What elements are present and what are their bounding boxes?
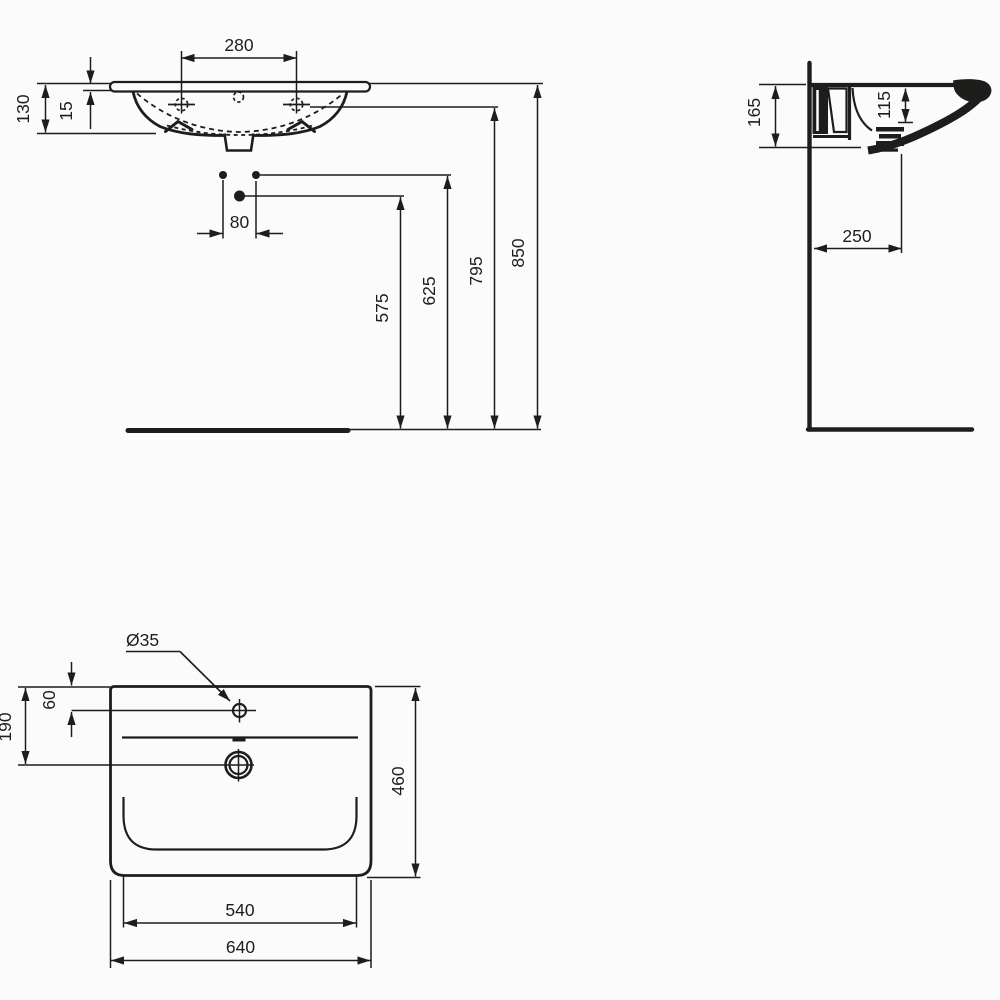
tap-hole-plan xyxy=(231,702,248,719)
dim-115-label: 115 xyxy=(874,91,894,119)
dim-130-label: 130 xyxy=(13,94,33,123)
overflow-hole xyxy=(232,91,245,103)
drain-bar-2 xyxy=(879,134,901,139)
dim-850-label: 850 xyxy=(508,238,528,267)
tap-hole-right xyxy=(289,97,304,112)
fixing-lug-left xyxy=(164,120,194,133)
drain-bar-4 xyxy=(882,148,898,152)
drain-outer-circle xyxy=(224,750,253,780)
drain-inner-circle xyxy=(228,754,249,776)
basin-outline-plan xyxy=(109,685,373,877)
fixing-lug-right xyxy=(286,120,316,133)
dim-575-label: 575 xyxy=(372,293,392,322)
bowl-back-inner-line xyxy=(851,87,873,132)
fixing-point-left xyxy=(219,171,227,179)
fixing-point-right xyxy=(252,171,260,179)
inner-bowl-dashed-arc xyxy=(136,92,344,133)
side-view: 115 165 250 xyxy=(744,60,992,432)
bracket-wedge xyxy=(826,87,848,134)
dim-250-label: 250 xyxy=(842,226,871,246)
dim-280-label: 280 xyxy=(224,35,253,55)
dim-640-label: 640 xyxy=(226,937,255,957)
inner-bowl-plan xyxy=(122,797,358,851)
dim-795-label: 795 xyxy=(466,256,486,285)
drain-bar-1 xyxy=(876,127,904,132)
tap-hole-left xyxy=(174,97,189,112)
dim-80-label: 80 xyxy=(230,212,250,232)
dia-35-label: Ø35 xyxy=(126,630,159,650)
dim-15-label: 15 xyxy=(56,101,76,120)
dim-460-label: 460 xyxy=(388,766,408,795)
bracket-body xyxy=(812,87,828,134)
dim-165-label: 165 xyxy=(744,98,764,127)
drain-point xyxy=(234,190,245,202)
top-view: Ø35 60 190 460 540 640 xyxy=(0,630,421,968)
dim-60-label: 60 xyxy=(39,690,59,710)
drain-outlet-front xyxy=(223,133,255,152)
dim-540-label: 540 xyxy=(225,900,254,920)
basin-underside xyxy=(867,90,987,155)
basin-rim-front xyxy=(108,80,372,93)
dia-35-leader xyxy=(179,650,231,702)
drain-bar-3 xyxy=(876,141,904,146)
bowl-bottom-dashed-arc xyxy=(166,124,314,136)
dim-625-label: 625 xyxy=(419,276,439,305)
front-view: 280 130 15 80 575 625 795 850 xyxy=(13,35,543,433)
dim-190-label: 190 xyxy=(0,712,15,741)
back-ledge-tick xyxy=(232,738,246,742)
